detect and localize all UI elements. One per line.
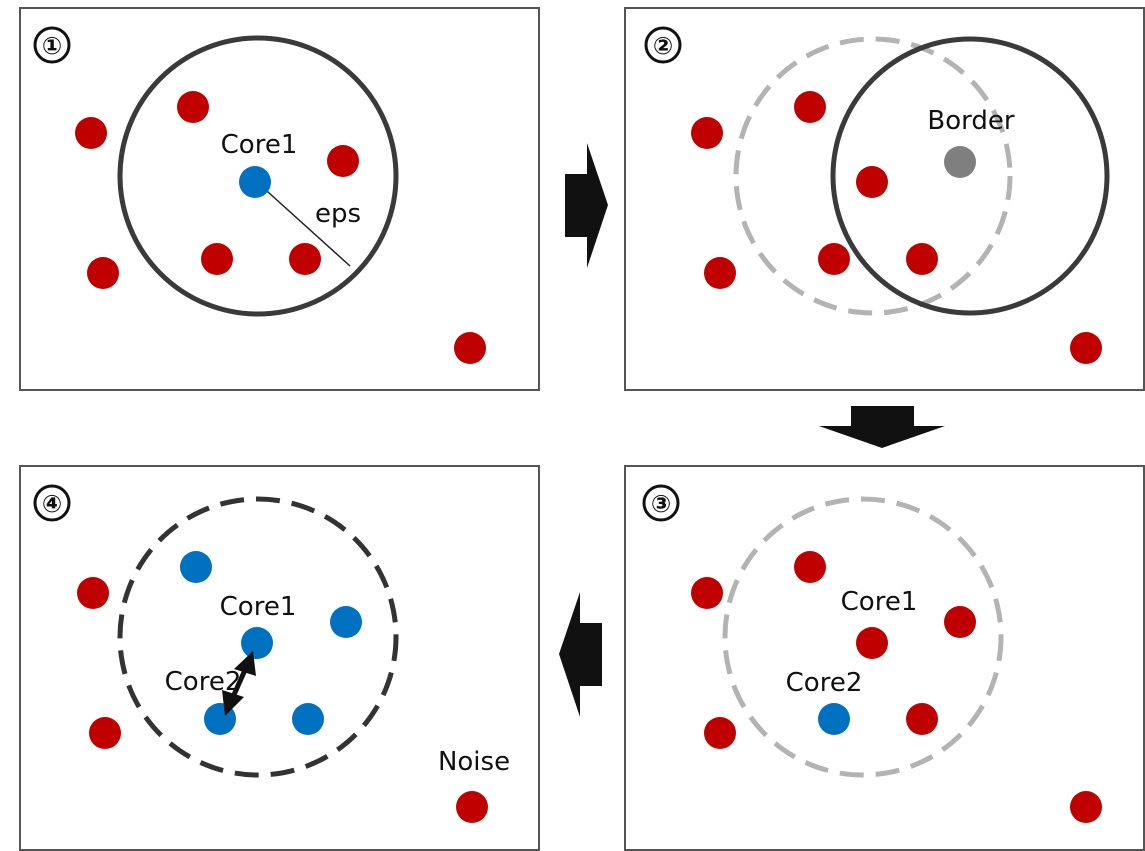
noise-point	[704, 717, 736, 749]
noise-point	[89, 717, 121, 749]
double-arrow-icon	[222, 651, 256, 716]
arrow-head-down	[222, 690, 244, 716]
border-label: Border	[927, 106, 1014, 136]
core2-label: Core2	[786, 668, 863, 698]
panel-step-1: ① Core1 eps	[19, 7, 540, 391]
core1-label: Core1	[841, 587, 918, 617]
arrow-down-icon	[819, 406, 945, 448]
eps-circle	[117, 35, 399, 317]
noise-point	[1070, 332, 1102, 364]
core1-label: Core1	[220, 592, 297, 622]
core-point	[292, 703, 324, 735]
noise-point	[1070, 791, 1102, 823]
panel-frame	[19, 465, 540, 851]
double-arrow-shaft	[230, 668, 248, 699]
noise-point	[75, 117, 107, 149]
panel-frame	[624, 465, 1145, 851]
border-eps-circle	[830, 36, 1110, 316]
noise-point	[704, 257, 736, 289]
noise-point	[906, 243, 938, 275]
arrow-head-up	[234, 651, 256, 676]
arrow-right-icon	[565, 143, 608, 268]
noise-point	[818, 243, 850, 275]
step-number-text: ②	[653, 32, 673, 60]
core-point	[330, 606, 362, 638]
noise-point	[944, 606, 976, 638]
step-number-3: ③	[642, 484, 680, 522]
core-point	[180, 551, 212, 583]
panel-step-4: ④ Core1 Core2 Noise	[19, 465, 540, 851]
noise-point	[327, 145, 359, 177]
step-number-ring	[642, 484, 680, 522]
panel-frame	[624, 7, 1145, 391]
noise-point	[856, 166, 888, 198]
step-number-2: ②	[644, 26, 682, 64]
noise-point	[87, 257, 119, 289]
eps-circle-dashed	[722, 496, 1004, 778]
border-point	[944, 146, 976, 178]
eps-label: eps	[315, 199, 361, 229]
noise-point	[691, 117, 723, 149]
arrow-left-icon	[559, 592, 602, 717]
noise-point	[456, 791, 488, 823]
step-number-4: ④	[33, 484, 71, 522]
step-number-ring	[33, 26, 71, 64]
noise-point	[177, 91, 209, 123]
noise-point	[794, 91, 826, 123]
eps-radius-line	[257, 182, 351, 267]
noise-point	[856, 627, 888, 659]
previous-eps-circle	[733, 36, 1013, 316]
noise-label: Noise	[438, 747, 510, 777]
step-number-text: ①	[42, 32, 62, 60]
core1-label: Core1	[221, 130, 298, 160]
noise-point	[289, 243, 321, 275]
step-number-text: ③	[651, 490, 671, 518]
step-number-ring	[644, 26, 682, 64]
core-point	[239, 166, 271, 198]
noise-point	[77, 577, 109, 609]
noise-point	[454, 332, 486, 364]
noise-point	[691, 577, 723, 609]
noise-point	[201, 243, 233, 275]
step-number-1: ①	[33, 26, 71, 64]
noise-point	[906, 703, 938, 735]
panel-frame	[19, 7, 540, 391]
core-point	[241, 627, 273, 659]
panel-step-2: ② Border	[624, 7, 1145, 391]
step-number-text: ④	[42, 490, 62, 518]
noise-point	[794, 551, 826, 583]
core-point	[818, 703, 850, 735]
cluster-boundary	[117, 496, 399, 778]
step-number-ring	[33, 484, 71, 522]
core2-label: Core2	[165, 667, 242, 697]
panel-step-3: ③ Core1 Core2	[624, 465, 1145, 851]
